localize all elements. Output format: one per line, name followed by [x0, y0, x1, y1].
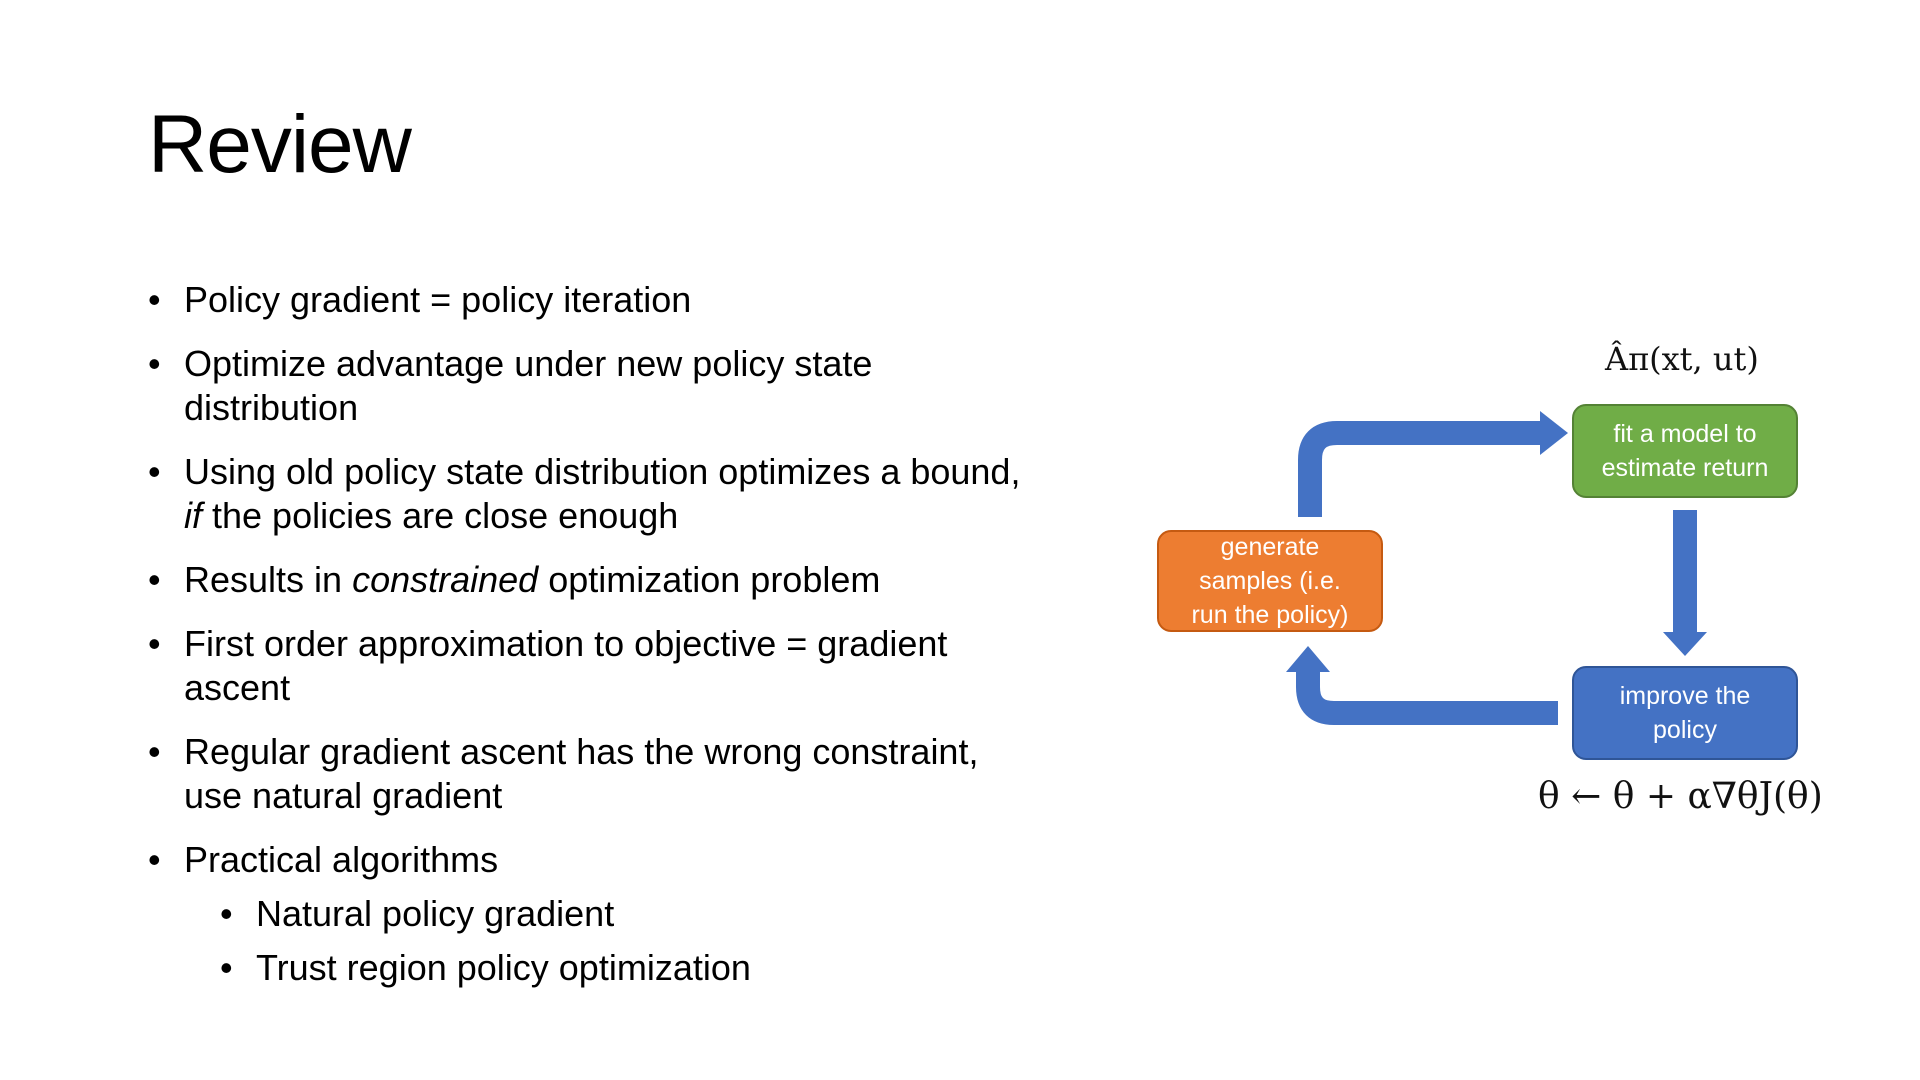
- bullet-text: Results in: [184, 559, 353, 600]
- box-label: policy: [1653, 716, 1717, 744]
- box-label: generate: [1220, 533, 1320, 561]
- bullet-text: Regular gradient ascent has the wrong co…: [184, 731, 979, 816]
- bullet-text: the policies are close enough: [202, 495, 679, 536]
- update-formula: θ ← θ + α∇θJ(θ): [1538, 776, 1823, 817]
- bullet-item: Results in constrained optimization prob…: [148, 558, 1028, 602]
- slide-title: Review: [148, 99, 412, 190]
- arrow-fit-to-improve: [1673, 510, 1697, 634]
- box-label: run the policy): [1191, 601, 1349, 629]
- improve-policy-box: improve the policy: [1572, 666, 1798, 760]
- bullet-item: Policy gradient = policy iteration: [148, 278, 1028, 322]
- sub-bullet-list: Natural policy gradient Trust region pol…: [184, 892, 1028, 990]
- diagram-arrows: [1286, 411, 1707, 725]
- bullet-text: Optimize advantage under new policy stat…: [184, 343, 873, 428]
- box-label: improve the: [1619, 682, 1751, 710]
- bullet-list: Policy gradient = policy iteration Optim…: [148, 278, 1028, 1010]
- bullet-item: Regular gradient ascent has the wrong co…: [148, 730, 1028, 818]
- generate-samples-box: generate samples (i.e. run the policy): [1157, 530, 1383, 632]
- bullet-emphasis: if: [184, 495, 202, 536]
- fit-model-box: fit a model to estimate return: [1572, 404, 1798, 498]
- arrow-head-up: [1286, 646, 1330, 672]
- arrow-head-right: [1540, 411, 1568, 455]
- bullet-text: Policy gradient = policy iteration: [184, 279, 692, 320]
- bullet-item: Using old policy state distribution opti…: [148, 450, 1028, 538]
- box-label: estimate return: [1601, 454, 1769, 482]
- box-label: fit a model to: [1613, 420, 1757, 448]
- sub-bullet-item: Trust region policy optimization: [220, 946, 1028, 990]
- bullet-item: Optimize advantage under new policy stat…: [148, 342, 1028, 430]
- bullet-text: Using old policy state distribution opti…: [184, 451, 1021, 492]
- bullet-emphasis: constrained: [352, 559, 539, 600]
- arrow-generate-to-fit: [1298, 421, 1542, 517]
- bullet-item: First order approximation to objective =…: [148, 622, 1028, 710]
- arrow-head-down: [1663, 632, 1707, 656]
- bullet-item: Practical algorithms Natural policy grad…: [148, 838, 1028, 990]
- bullet-text: optimization problem: [538, 559, 881, 600]
- arrow-improve-to-generate: [1296, 670, 1558, 725]
- bullet-text: Practical algorithms: [184, 839, 499, 880]
- rl-loop-diagram: Âπ(xt, ut) fit a model to estimate retur…: [1150, 330, 1870, 850]
- advantage-formula: Âπ(xt, ut): [1605, 340, 1759, 378]
- sub-bullet-item: Natural policy gradient: [220, 892, 1028, 936]
- bullet-text: First order approximation to objective =…: [184, 623, 948, 708]
- box-label: samples (i.e.: [1199, 567, 1341, 595]
